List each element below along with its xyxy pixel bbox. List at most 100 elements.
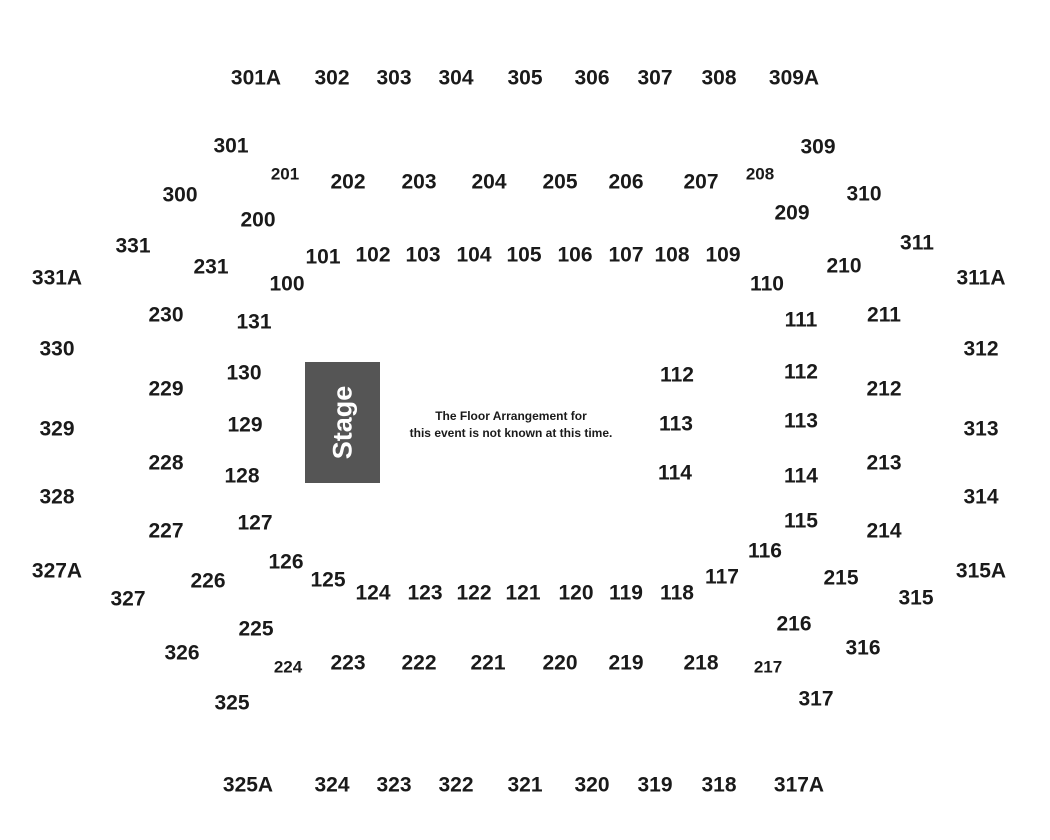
section-320[interactable]: 320: [574, 773, 610, 797]
section-310[interactable]: 310: [846, 182, 882, 206]
section-102[interactable]: 102: [355, 243, 391, 267]
section-328[interactable]: 328: [39, 485, 75, 509]
section-321[interactable]: 321: [507, 773, 543, 797]
section-223[interactable]: 223: [330, 651, 366, 675]
section-311[interactable]: 311: [900, 231, 934, 255]
section-208[interactable]: 208: [745, 164, 775, 184]
section-108[interactable]: 108: [654, 243, 690, 267]
section-115[interactable]: 115: [784, 509, 818, 533]
section-220[interactable]: 220: [542, 651, 578, 675]
section-213[interactable]: 213: [866, 451, 902, 475]
section-130[interactable]: 130: [226, 361, 262, 385]
section-222[interactable]: 222: [401, 651, 437, 675]
section-313[interactable]: 313: [963, 417, 999, 441]
section-203[interactable]: 203: [401, 170, 437, 194]
section-304[interactable]: 304: [438, 66, 474, 90]
section-326[interactable]: 326: [164, 641, 200, 665]
section-118[interactable]: 118: [660, 581, 694, 605]
section-131[interactable]: 131: [236, 310, 272, 334]
section-123[interactable]: 123: [407, 581, 443, 605]
section-327[interactable]: 327: [110, 587, 146, 611]
section-204[interactable]: 204: [471, 170, 507, 194]
section-113[interactable]: 113: [659, 412, 693, 436]
section-330[interactable]: 330: [39, 337, 75, 361]
section-327a[interactable]: 327A: [31, 559, 83, 583]
section-306[interactable]: 306: [574, 66, 610, 90]
section-218[interactable]: 218: [683, 651, 719, 675]
section-106[interactable]: 106: [557, 243, 593, 267]
section-221[interactable]: 221: [470, 651, 506, 675]
section-103[interactable]: 103: [405, 243, 441, 267]
section-312[interactable]: 312: [963, 337, 999, 361]
section-323[interactable]: 323: [376, 773, 412, 797]
section-309a[interactable]: 309A: [768, 66, 820, 90]
section-319[interactable]: 319: [637, 773, 673, 797]
section-111[interactable]: 111: [784, 308, 818, 332]
section-329[interactable]: 329: [39, 417, 75, 441]
section-301[interactable]: 301: [213, 134, 249, 158]
section-112[interactable]: 112: [660, 363, 694, 387]
section-317[interactable]: 317: [798, 687, 834, 711]
section-107[interactable]: 107: [608, 243, 644, 267]
section-205[interactable]: 205: [542, 170, 578, 194]
section-201[interactable]: 201: [270, 164, 300, 184]
section-314[interactable]: 314: [963, 485, 999, 509]
section-122[interactable]: 122: [456, 581, 492, 605]
section-301a[interactable]: 301A: [230, 66, 282, 90]
section-124[interactable]: 124: [355, 581, 391, 605]
section-325a[interactable]: 325A: [222, 773, 274, 797]
section-315[interactable]: 315: [898, 586, 934, 610]
section-300[interactable]: 300: [162, 183, 198, 207]
section-305[interactable]: 305: [507, 66, 543, 90]
section-225[interactable]: 225: [238, 617, 274, 641]
section-100[interactable]: 100: [269, 272, 305, 296]
section-331a[interactable]: 331A: [31, 266, 83, 290]
section-315a[interactable]: 315A: [955, 559, 1007, 583]
section-228[interactable]: 228: [148, 451, 184, 475]
section-207[interactable]: 207: [683, 170, 719, 194]
section-214[interactable]: 214: [866, 519, 902, 543]
section-231[interactable]: 231: [193, 255, 229, 279]
section-308[interactable]: 308: [701, 66, 737, 90]
section-227[interactable]: 227: [148, 519, 184, 543]
section-324[interactable]: 324: [314, 773, 350, 797]
section-307[interactable]: 307: [637, 66, 673, 90]
section-127[interactable]: 127: [237, 511, 273, 535]
section-211[interactable]: 211: [867, 303, 901, 327]
section-216[interactable]: 216: [776, 612, 812, 636]
section-129[interactable]: 129: [227, 413, 263, 437]
section-116[interactable]: 116: [748, 539, 782, 563]
section-128[interactable]: 128: [224, 464, 260, 488]
section-331[interactable]: 331: [115, 234, 151, 258]
section-303[interactable]: 303: [376, 66, 412, 90]
section-114[interactable]: 114: [658, 461, 692, 485]
section-105[interactable]: 105: [506, 243, 542, 267]
section-230[interactable]: 230: [148, 303, 184, 327]
section-126[interactable]: 126: [268, 550, 304, 574]
section-316[interactable]: 316: [845, 636, 881, 660]
section-224[interactable]: 224: [273, 657, 303, 677]
section-202[interactable]: 202: [330, 170, 366, 194]
section-104[interactable]: 104: [456, 243, 492, 267]
section-210[interactable]: 210: [826, 254, 862, 278]
section-229[interactable]: 229: [148, 377, 184, 401]
section-101[interactable]: 101: [305, 245, 341, 269]
section-209[interactable]: 209: [774, 201, 810, 225]
section-109[interactable]: 109: [705, 243, 741, 267]
section-226[interactable]: 226: [190, 569, 226, 593]
section-200[interactable]: 200: [240, 208, 276, 232]
section-215[interactable]: 215: [823, 566, 859, 590]
section-113[interactable]: 113: [784, 409, 818, 433]
section-219[interactable]: 219: [608, 651, 644, 675]
section-322[interactable]: 322: [438, 773, 474, 797]
section-317a[interactable]: 317A: [773, 773, 825, 797]
section-325[interactable]: 325: [214, 691, 250, 715]
section-120[interactable]: 120: [558, 581, 594, 605]
section-311a[interactable]: 311A: [956, 266, 1006, 290]
section-114[interactable]: 114: [784, 464, 818, 488]
section-121[interactable]: 121: [505, 581, 541, 605]
section-309[interactable]: 309: [800, 135, 836, 159]
section-206[interactable]: 206: [608, 170, 644, 194]
section-117[interactable]: 117: [705, 565, 739, 589]
section-212[interactable]: 212: [866, 377, 902, 401]
